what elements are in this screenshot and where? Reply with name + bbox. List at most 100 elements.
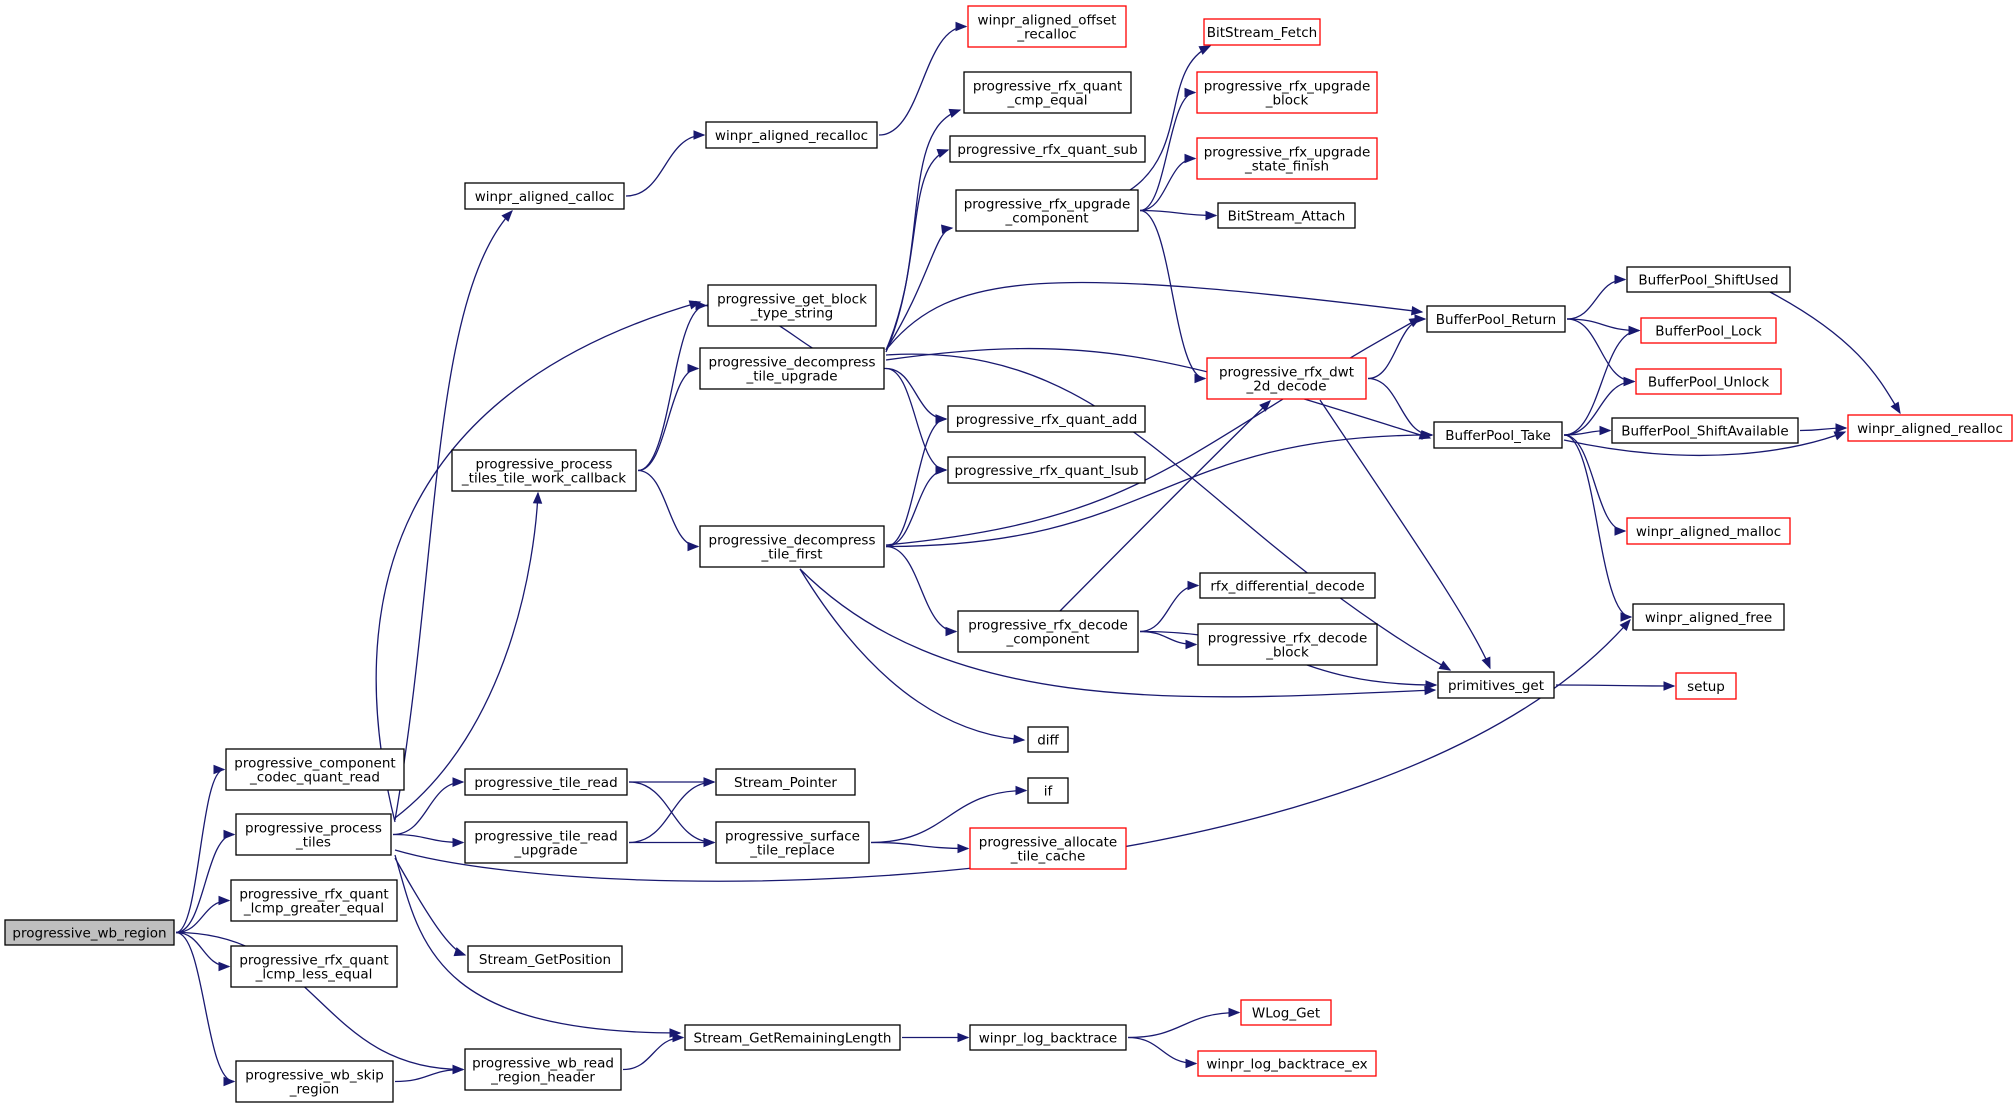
node-stream-getremaininglength[interactable]: Stream_GetRemainingLength [684,1024,901,1051]
node-box [1626,517,1791,545]
node-progressive-rfx-quant-add[interactable]: progressive_rfx_quant_add [947,405,1146,433]
node-progressive-rfx-quant-cmp-equal[interactable]: progressive_rfx_quant_cmp_equal [963,71,1132,114]
edge-BufferPool_Return-to-BufferPool_Unlock [1566,318,1636,387]
node-progressive-rfx-quant-sub[interactable]: progressive_rfx_quant_sub [949,135,1146,163]
node-bufferpool-shiftused[interactable]: BufferPool_ShiftUsed [1626,266,1791,293]
node-progressive-rfx-decode-block[interactable]: progressive_rfx_decode_block [1197,623,1378,666]
edge-arrowhead [695,300,708,311]
edge-line [799,568,1436,698]
edge-progressive_process_tiles-to-progressive_get_block_type_string [375,300,702,823]
node-label: Stream_Pointer [734,775,837,791]
node-progressive-decompress-tile-first[interactable]: progressive_decompress_tile_first [699,525,885,568]
edge-arrowhead [223,1076,236,1087]
node-progressive-rfx-upgrade-state-finish[interactable]: progressive_rfx_upgrade_state_finish [1196,137,1378,180]
node-label: _tiles [295,835,331,851]
node-label: _component [1005,632,1089,648]
edge-arrowhead [1205,210,1218,221]
node-box [1027,777,1069,804]
edge-line [1319,399,1491,669]
edge-progressive_rfx_upgrade_component-to-progressive_rfx_upgrade_state_finish [1139,153,1197,212]
edge-progressive_process_tiles_tile_work_callback-to-progressive_decompress_tile_first [637,469,700,552]
node-box [1197,623,1378,666]
node-progressive-process-tiles-tile-work-callback[interactable]: progressive_process_tiles_tile_work_call… [451,449,637,492]
node-winpr-aligned-realloc[interactable]: winpr_aligned_realloc [1847,414,2013,442]
node-progressive-component-codec-quant-read[interactable]: progressive_component_codec_quant_read [225,748,405,791]
node-winpr-aligned-malloc[interactable]: winpr_aligned_malloc [1626,517,1791,545]
edge-line [1129,45,1211,191]
node-winpr-aligned-free[interactable]: winpr_aligned_free [1632,603,1785,631]
node-progressive-tile-read[interactable]: progressive_tile_read [464,768,628,796]
edge-progressive_tile_read_upgrade-to-Stream_Pointer [628,777,716,844]
edge-line [1566,278,1626,320]
node-bufferpool-shiftavailable[interactable]: BufferPool_ShiftAvailable [1611,417,1799,444]
edge-line [1059,400,1271,612]
node-winpr-log-backtrace-ex[interactable]: winpr_log_backtrace_ex [1197,1050,1377,1077]
node-winpr-log-backtrace[interactable]: winpr_log_backtrace [969,1024,1127,1051]
node-progressive-tile-read-upgrade[interactable]: progressive_tile_read_upgrade [464,821,628,864]
node-label: progressive_decompress [709,355,876,371]
node-progressive-rfx-dwt-2d-decode[interactable]: progressive_rfx_dwt_2d_decode [1206,357,1367,400]
node-progressive-wb-region[interactable]: progressive_wb_region [4,919,175,946]
node-label: progressive_allocate [979,835,1117,851]
node-label: _cmp_equal [1006,93,1087,109]
edge-line [637,367,699,472]
node-label: if [1044,784,1054,800]
node-bufferpool-return[interactable]: BufferPool_Return [1426,305,1566,333]
node-winpr-aligned-recalloc[interactable]: winpr_aligned_recalloc [705,121,878,149]
node-label: BufferPool_Take [1445,428,1551,444]
edge-arrowhead [945,626,958,637]
node-winpr-aligned-calloc[interactable]: winpr_aligned_calloc [464,182,625,210]
edge-arrowhead [703,777,716,787]
node-label: WLog_Get [1252,1006,1320,1022]
node-label: progressive_rfx_upgrade [964,197,1131,213]
edge-BufferPool_Take-to-BufferPool_ShiftAvailable [1563,425,1612,436]
node-box [225,748,405,791]
edge-arrowhead [452,837,465,848]
node-diff[interactable]: diff [1027,726,1069,753]
node-box [1433,421,1563,449]
node-progressive-rfx-upgrade-component[interactable]: progressive_rfx_upgrade_component [955,189,1139,232]
node-progressive-wb-skip-region[interactable]: progressive_wb_skip_region [235,1060,394,1103]
node-progressive-process-tiles[interactable]: progressive_process_tiles [235,813,392,856]
node-bitstream-fetch[interactable]: BitStream_Fetch [1203,18,1321,46]
node-bufferpool-lock[interactable]: BufferPool_Lock [1640,317,1777,344]
edge-line [885,353,1451,671]
edge-arrowhead [948,108,962,118]
node-progressive-rfx-upgrade-block[interactable]: progressive_rfx_upgrade_block [1196,71,1378,114]
node-progressive-rfx-quant-lsub[interactable]: progressive_rfx_quant_lsub [947,456,1146,484]
node-box [715,821,870,864]
node-box [705,121,878,149]
node-rfx-differential-decode[interactable]: rfx_differential_decode [1199,572,1376,599]
node-if[interactable]: if [1027,777,1069,804]
node-progressive-wb-read-region-header[interactable]: progressive_wb_read_region_header [464,1048,622,1091]
edge-line [394,857,466,956]
node-label: winpr_aligned_free [1645,610,1772,626]
node-progressive-decompress-tile-upgrade[interactable]: progressive_decompress_tile_upgrade [699,347,885,390]
node-box [1217,202,1356,229]
node-progressive-surface-tile-replace[interactable]: progressive_surface_tile_replace [715,821,870,864]
node-wlog-get[interactable]: WLog_Get [1240,999,1332,1026]
node-box [955,189,1139,232]
node-label: progressive_process [476,457,613,473]
node-setup[interactable]: setup [1675,672,1737,700]
edge-line [637,304,707,472]
node-progressive-get-block-type-string[interactable]: progressive_get_block_type_string [707,284,877,327]
edge-arrowhead [687,541,700,552]
node-progressive-rfx-quant-lcmp-greater-equal[interactable]: progressive_rfx_quant_lcmp_greater_equal [230,879,398,922]
node-progressive-allocate-tile-cache[interactable]: progressive_allocate_tile_cache [969,827,1127,870]
node-progressive-rfx-quant-lcmp-less-equal[interactable]: progressive_rfx_quant_lcmp_less_equal [230,945,398,988]
node-stream-getposition[interactable]: Stream_GetPosition [467,945,623,973]
node-winpr-aligned-offset-recalloc[interactable]: winpr_aligned_offset_recalloc [967,5,1127,48]
node-primitives-get[interactable]: primitives_get [1437,671,1555,699]
edge-progressive_rfx_upgrade_component-to-BitStream_Fetch [1129,45,1212,191]
edge-progressive_process_tiles_tile_work_callback-to-progressive_decompress_tile_upgrade [637,363,700,472]
node-progressive-rfx-decode-component[interactable]: progressive_rfx_decode_component [957,610,1139,653]
node-bitstream-attach[interactable]: BitStream_Attach [1217,202,1356,229]
node-box [1632,603,1785,631]
node-stream-pointer[interactable]: Stream_Pointer [715,768,856,796]
node-bufferpool-unlock[interactable]: BufferPool_Unlock [1635,368,1782,395]
node-box [1626,266,1791,293]
node-box [451,449,637,492]
node-bufferpool-take[interactable]: BufferPool_Take [1433,421,1563,449]
edge-progressive_wb_region-to-progressive_rfx_quant_lcmp_less_equal [175,931,231,972]
